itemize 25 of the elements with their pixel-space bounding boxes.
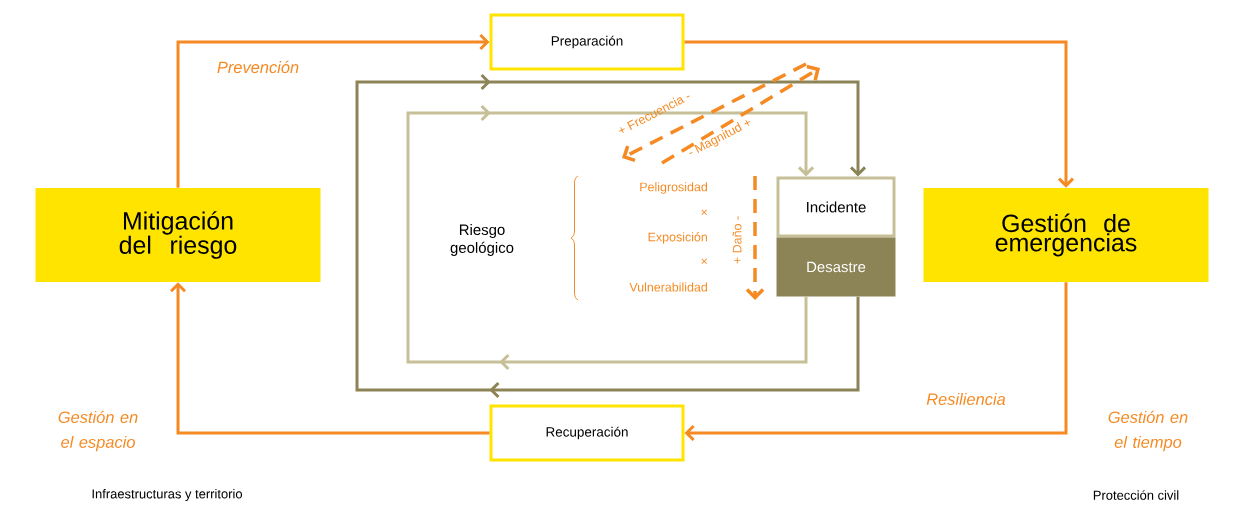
- scope-label: Gestión en el espacio: [58, 410, 138, 452]
- factor-label: Peligrosidad: [640, 182, 707, 194]
- arrow: [406, 104, 815, 371]
- operator-sign: ×: [701, 258, 707, 265]
- edge-label: Resiliencia: [925, 391, 1007, 407]
- process-label: Riesgo geológico: [450, 224, 514, 256]
- scope-label: Gestión en el tiempo: [1108, 410, 1188, 452]
- stage-box: Recuperación: [489, 404, 685, 462]
- factor-label: Exposición: [648, 232, 707, 244]
- disaster-box: Desastre: [776, 237, 896, 297]
- arrow: [169, 282, 490, 435]
- factor-label: Vulnerabilidad: [629, 282, 707, 292]
- strategy-box: Gestión de emergencias: [923, 188, 1209, 282]
- arrow: [684, 40, 1075, 188]
- arrow: [176, 33, 490, 188]
- caption-text: Protección civil: [1093, 490, 1179, 500]
- caption-text: Infraestructuras y territorio: [92, 488, 242, 502]
- operator-sign: ×: [701, 209, 707, 216]
- strategy-box: Mitigación del riesgo: [35, 188, 321, 282]
- arrow: [355, 73, 867, 399]
- edge-label: Prevención: [215, 59, 301, 75]
- incident-box: Incidente: [776, 176, 896, 238]
- stage-box: Preparación: [489, 13, 685, 71]
- arrow: [684, 282, 1068, 442]
- axis-label: + Daño -: [732, 216, 742, 264]
